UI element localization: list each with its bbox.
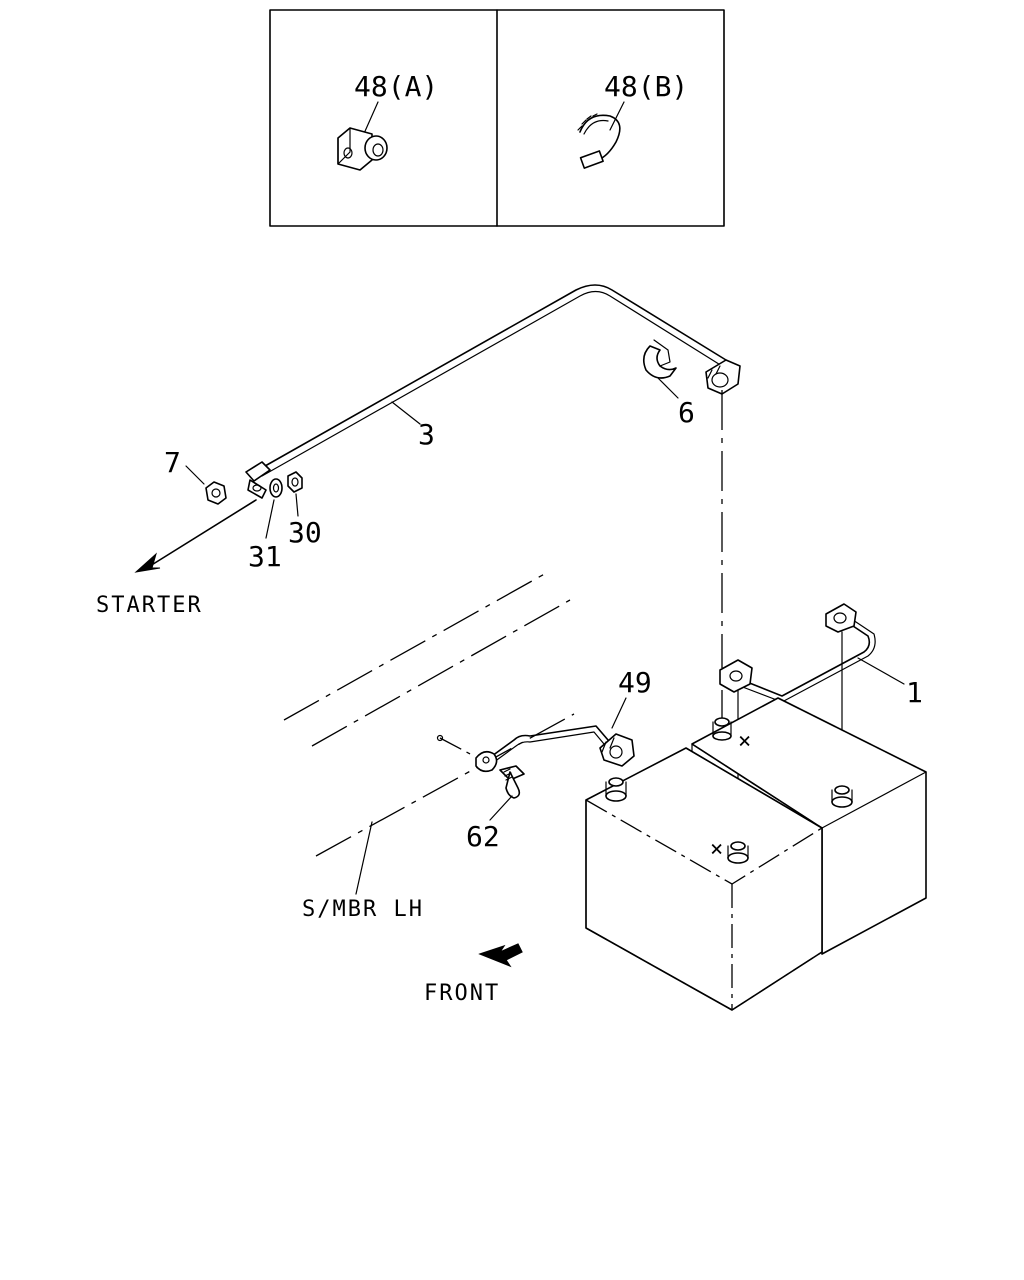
battery-post-rear-right [831, 785, 853, 808]
nut-7 [205, 481, 227, 505]
side-member-rail [283, 571, 575, 857]
callout-62: 62 [466, 820, 500, 853]
inset-panel: 48(A) 48(B) [269, 9, 725, 227]
callout-31-leader [265, 499, 275, 539]
callout-31: 31 [248, 540, 282, 573]
battery-front [585, 747, 823, 1011]
bolt-62 [499, 765, 525, 799]
cable-49 [475, 725, 635, 773]
callout-1-leader [857, 657, 905, 685]
starter-label: STARTER [96, 593, 203, 618]
callout-62-leader [489, 795, 513, 821]
clip-6 [642, 339, 677, 379]
front-direction-arrow [478, 943, 523, 968]
battery-post-rear-left [712, 717, 732, 741]
ground-bolt-axis [439, 737, 475, 757]
side-member-leader [355, 821, 373, 895]
side-member-label: S/MBR LH [302, 897, 424, 922]
front-label: FRONT [424, 981, 500, 1006]
callout-6-leader [657, 377, 679, 399]
inset-right-label: 48(B) [604, 70, 688, 103]
cable-3-battery-terminal [705, 359, 741, 395]
cable-1-terminal-left [719, 659, 753, 693]
cable-3-starter-lug [245, 461, 271, 482]
ground-point-marker [436, 734, 444, 742]
inset-left-label: 48(A) [354, 70, 438, 103]
battery-post-front-left [605, 777, 627, 802]
callout-1: 1 [906, 676, 923, 709]
callout-6: 6 [678, 396, 695, 429]
nut-30 [287, 471, 303, 493]
callout-7: 7 [164, 446, 181, 479]
clip-48b-drawing [577, 113, 621, 169]
cable-1-terminal-right [825, 603, 857, 633]
callout-3: 3 [418, 418, 435, 451]
callout-49-leader [611, 697, 627, 729]
callout-7-leader [185, 465, 205, 485]
cable-1 [719, 603, 876, 703]
washer-31 [269, 478, 283, 498]
battery-post-front-right [727, 841, 749, 864]
callout-30: 30 [288, 516, 322, 549]
callout-49: 49 [618, 666, 652, 699]
inset-right-leader [609, 101, 625, 131]
cable-49-battery-clamp [599, 733, 635, 767]
cable-3 [245, 284, 741, 499]
cable-49-ring-lug [475, 750, 498, 773]
clip-48a-drawing [337, 127, 388, 171]
callout-3-leader [391, 401, 421, 425]
starter-arrow [134, 499, 257, 573]
callout-30-leader [295, 493, 299, 517]
battery-minus-mark-front: × [710, 837, 725, 862]
battery-minus-mark-rear: × [738, 729, 753, 754]
